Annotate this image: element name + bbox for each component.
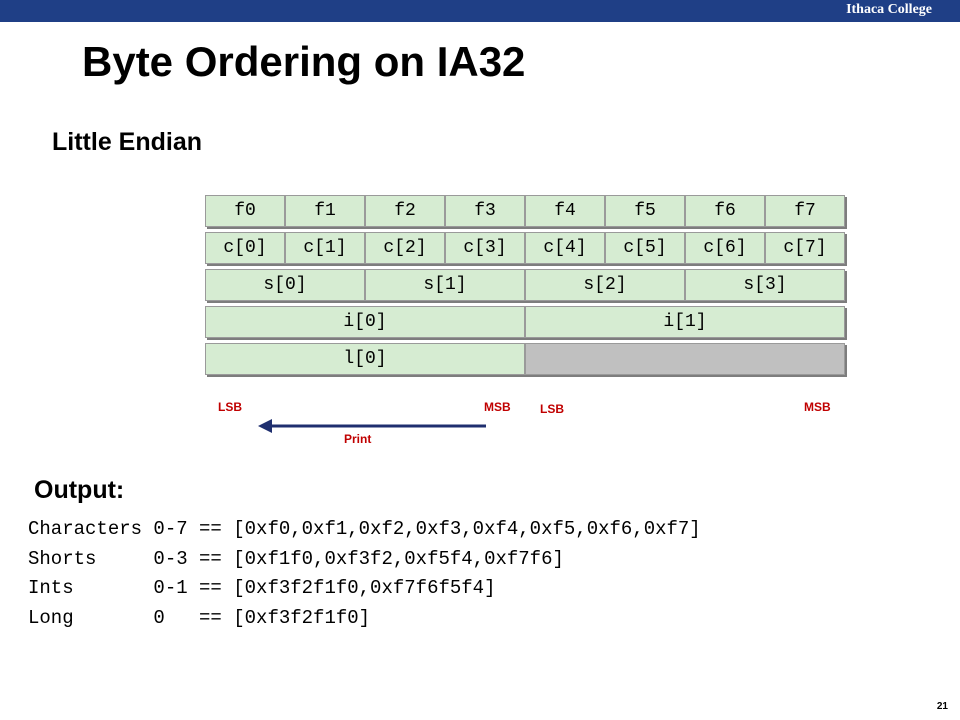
char-cell: c[3] [445,232,525,264]
output-line: Ints 0-1 == [0xf3f2f1f0,0xf7f6f5f4] [28,577,496,599]
byte-cell: f5 [605,195,685,227]
page-number: 21 [936,701,948,712]
char-cell: c[2] [365,232,445,264]
short-cell: s[3] [685,269,845,301]
byte-cell: f7 [765,195,845,227]
char-cell: c[6] [685,232,765,264]
byte-cell: f3 [445,195,525,227]
msb-label: MSB [484,400,511,414]
char-cell: c[0] [205,232,285,264]
char-cell: c[7] [765,232,845,264]
institution-name: Ithaca College [846,2,932,17]
char-cell: c[4] [525,232,605,264]
char-cell: c[5] [605,232,685,264]
short-cell: s[0] [205,269,365,301]
short-cell: s[2] [525,269,685,301]
lsb-label: LSB [540,402,564,416]
print-direction-arrow-icon [258,419,486,433]
msb-label: MSB [804,400,831,414]
byte-cell: f6 [685,195,765,227]
slide-subtitle: Little Endian [52,128,202,156]
byte-cell: f4 [525,195,605,227]
output-line: Shorts 0-3 == [0xf1f0,0xf3f2,0xf5f4,0xf7… [28,547,564,570]
slide-title: Byte Ordering on IA32 [82,38,526,85]
byte-cell: f0 [205,195,285,227]
top-bar: Ithaca College [0,0,960,22]
print-label: Print [344,432,372,446]
output-block: Characters 0-7 == [0xf0,0xf1,0xf2,0xf3,0… [28,518,701,636]
lsb-label: LSB [218,400,242,414]
long-cell: l[0] [205,343,525,375]
output-line: Long 0 == [0xf3f2f1f0] [28,606,371,629]
byte-cell: f1 [285,195,365,227]
output-heading: Output: [34,476,125,504]
char-cell: c[1] [285,232,365,264]
empty-cell [525,343,845,375]
output-line: Characters 0-7 == [0xf0,0xf1,0xf2,0xf3,0… [28,518,701,540]
int-cell: i[0] [205,306,525,338]
byte-cell: f2 [365,195,445,227]
short-cell: s[1] [365,269,525,301]
int-cell: i[1] [525,306,845,338]
